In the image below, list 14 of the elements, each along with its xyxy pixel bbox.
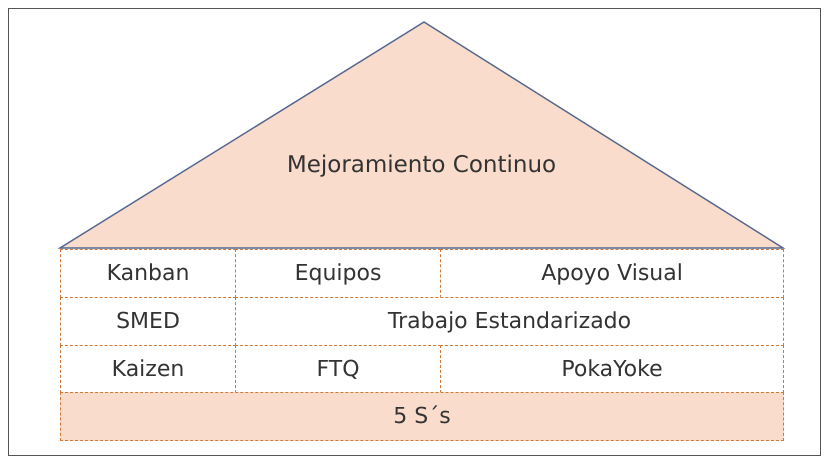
cell-label: Apoyo Visual [541, 261, 683, 286]
cell-label: Trabajo Estandarizado [388, 309, 632, 334]
cell-label: Kaizen [112, 356, 184, 382]
cell-label: PokaYoke [561, 356, 663, 382]
cell-label: 5 S´s [393, 404, 451, 429]
cell-label: FTQ [316, 356, 360, 382]
pillar-cell [440, 249, 784, 298]
roof-label: Mejoramiento Continuo [286, 151, 558, 180]
cell-label: Equipos [294, 261, 382, 286]
cell-label: SMED [116, 309, 180, 334]
pillar-cell [440, 345, 784, 393]
cell-label: Kanban [106, 261, 190, 286]
pillar-cell [60, 249, 236, 298]
base-band [60, 392, 784, 441]
